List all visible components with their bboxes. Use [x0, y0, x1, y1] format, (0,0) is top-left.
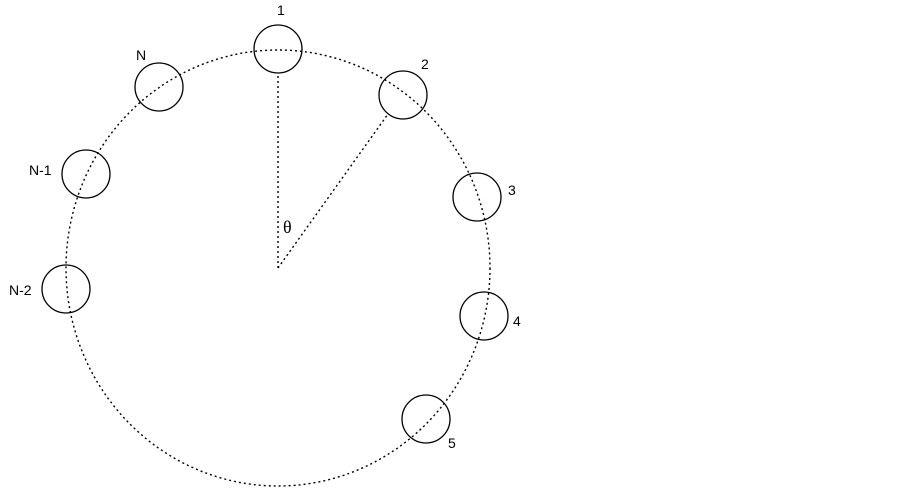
node-n-circle [134, 62, 184, 112]
node-n-minus-1-circle [61, 149, 111, 199]
node-4-label: 4 [513, 313, 521, 329]
node-2-circle [378, 70, 428, 120]
node-n-minus-2: N-2 [9, 264, 91, 314]
node-2: 2 [378, 56, 429, 120]
node-3-label: 3 [508, 182, 516, 198]
angle-theta-label: θ [283, 217, 292, 237]
node-n-minus-1: N-1 [29, 149, 111, 199]
node-1: 1 [253, 2, 303, 74]
node-5: 5 [401, 394, 456, 451]
node-5-circle [401, 394, 451, 444]
dotted-ring [65, 49, 491, 487]
node-3-circle [452, 172, 502, 222]
node-n-minus-2-label: N-2 [9, 282, 32, 298]
node-n: N [134, 47, 184, 112]
node-2-label: 2 [421, 56, 429, 72]
node-5-label: 5 [448, 435, 456, 451]
node-n-label: N [136, 47, 146, 63]
node-1-label: 1 [277, 2, 285, 18]
radius-line-to-node-2 [277, 113, 389, 269]
node-4: 4 [459, 291, 521, 341]
node-1-circle [253, 24, 303, 74]
node-3: 3 [452, 172, 516, 222]
node-n-minus-2-circle [41, 264, 91, 314]
node-4-circle [459, 291, 509, 341]
node-n-minus-1-label: N-1 [29, 162, 52, 178]
